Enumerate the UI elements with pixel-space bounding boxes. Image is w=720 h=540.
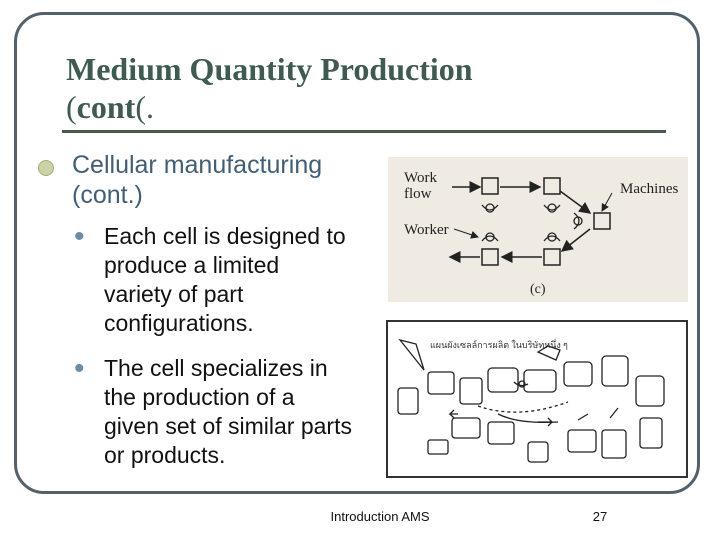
sub-bullet-line: variety of part xyxy=(104,281,244,307)
title-line-2: (cont(. xyxy=(66,89,154,125)
label-work: Work xyxy=(404,170,437,186)
cell-layout-sketch: แผนผังเซลล์การผลิต ในบริษัทหนึ่ง ๆ xyxy=(386,320,688,478)
slide-frame xyxy=(14,12,700,494)
label-c: (c) xyxy=(530,282,546,297)
machine-box xyxy=(593,212,611,230)
work-flow-figure: Work flow Worker Machines (c) xyxy=(388,157,688,302)
sub-bullet-line: produce a limited xyxy=(104,252,280,278)
sub-bullet-icon: • xyxy=(74,352,85,385)
label-machines: Machines xyxy=(620,181,678,197)
sub-bullet-icon: • xyxy=(74,220,85,253)
label-flow: flow xyxy=(404,186,432,202)
cell-layout-drawing: แผนผังเซลล์การผลิต ในบริษัทหนึ่ง ๆ xyxy=(397,338,665,463)
slide-title: Medium Quantity Production (cont(. xyxy=(66,50,666,126)
sub-bullet-line: configurations. xyxy=(104,310,254,336)
sub-bullet-line: Each cell is designed to xyxy=(104,223,346,249)
footer-presentation-name: Introduction AMS xyxy=(330,509,430,524)
title-underline xyxy=(62,130,666,133)
handwritten-label: แผนผังเซลล์การผลิต ในบริษัทหนึ่ง ๆ xyxy=(430,338,568,350)
bullet-cellular-manufacturing: Cellular manufacturing (cont.) xyxy=(72,150,372,210)
machine-box xyxy=(543,177,561,195)
bullet-dot-icon xyxy=(38,160,54,176)
machine-box xyxy=(481,177,499,195)
sub-bullet-line: The cell specializes in xyxy=(104,355,328,381)
label-worker: Worker xyxy=(404,222,449,238)
sub-bullet-line: the production of a xyxy=(104,384,295,410)
bullet-line: (cont.) xyxy=(72,181,143,209)
machine-box xyxy=(543,248,561,266)
sub-bullet-line: or products. xyxy=(104,442,226,468)
sub-bullet-line: given set of similar parts xyxy=(104,413,352,439)
sub-bullet-cell-design: • Each cell is designed to produce a lim… xyxy=(74,222,394,338)
sub-bullet-cell-specializes: • The cell specializes in the production… xyxy=(74,354,394,470)
footer-page-number: 27 xyxy=(592,509,608,524)
bullet-line: Cellular manufacturing xyxy=(72,151,323,179)
work-flow-diagram: Work flow Worker Machines (c) xyxy=(404,170,678,297)
machine-box xyxy=(481,248,499,266)
title-line-1: Medium Quantity Production xyxy=(66,51,473,87)
